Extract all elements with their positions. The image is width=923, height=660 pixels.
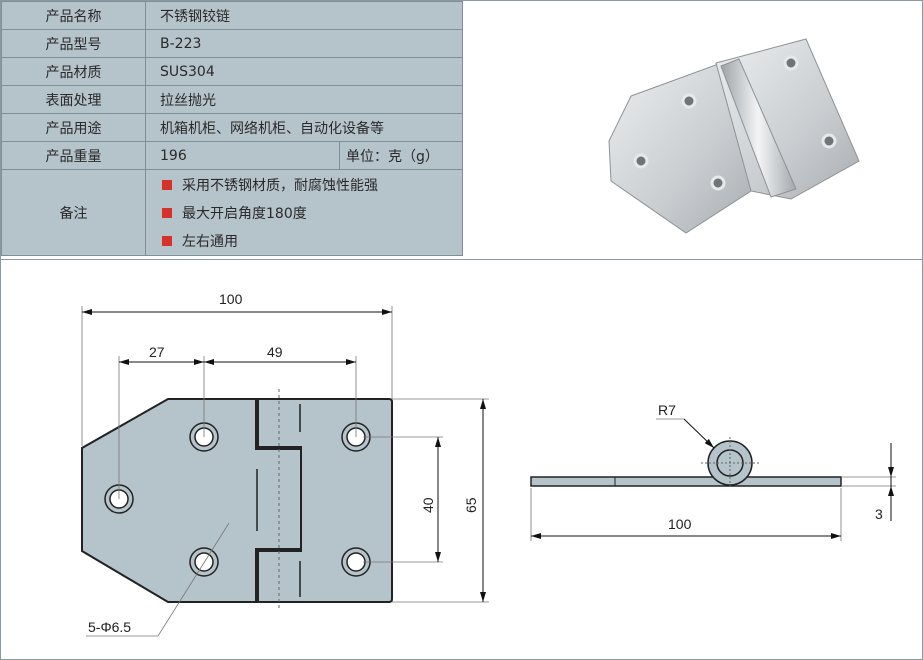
product-photo <box>608 38 860 234</box>
row-label: 产品重量 <box>1 141 146 170</box>
note-text: 最大开启角度180度 <box>182 205 307 222</box>
section-divider <box>1 259 922 260</box>
dim-holes: 5-Φ6.5 <box>88 619 131 635</box>
side-view: R7 100 3 <box>530 402 896 541</box>
note-text: 采用不锈钢材质，耐腐蚀性能强 <box>182 177 378 194</box>
row-value: SUS304 <box>145 57 463 86</box>
weight-unit: 单位：克（g） <box>339 141 463 170</box>
dim-hole-vertical: 40 <box>420 497 436 513</box>
dim-hole-span-2: 49 <box>267 344 283 360</box>
row-label: 产品材质 <box>1 57 146 86</box>
red-square-bullet-icon <box>162 179 172 190</box>
row-label: 产品名称 <box>1 1 146 30</box>
dim-height: 65 <box>463 497 479 513</box>
dim-thickness: 3 <box>875 506 883 522</box>
front-view: 100 27 49 40 65 5-Φ6.5 <box>81 291 489 637</box>
note-item: 左右通用 <box>160 227 462 255</box>
red-square-bullet-icon <box>162 207 172 218</box>
red-square-bullet-icon <box>162 235 172 246</box>
table-row-notes: 备注 采用不锈钢材质，耐腐蚀性能强 最大开启角度180度 左右通用 <box>1 169 463 256</box>
row-label: 表面处理 <box>1 85 146 114</box>
notes-list: 采用不锈钢材质，耐腐蚀性能强 最大开启角度180度 左右通用 <box>145 169 463 256</box>
row-label: 产品型号 <box>1 29 146 58</box>
note-text: 左右通用 <box>182 233 238 250</box>
row-label: 产品用途 <box>1 113 146 142</box>
dim-length: 100 <box>668 516 692 532</box>
table-row: 产品用途机箱机柜、网络机柜、自动化设备等 <box>1 113 463 142</box>
row-value: 196 <box>145 141 340 170</box>
table-row: 表面处理拉丝抛光 <box>1 85 463 114</box>
table-row: 产品名称不锈钢铰链 <box>1 1 463 30</box>
dim-width: 100 <box>219 291 243 307</box>
note-item: 最大开启角度180度 <box>160 199 462 227</box>
dim-radius: R7 <box>658 402 676 418</box>
note-item: 采用不锈钢材质，耐腐蚀性能强 <box>160 171 462 199</box>
notes-label: 备注 <box>1 169 146 256</box>
dim-hole-span-1: 27 <box>149 344 165 360</box>
row-value: 机箱机柜、网络机柜、自动化设备等 <box>145 113 463 142</box>
